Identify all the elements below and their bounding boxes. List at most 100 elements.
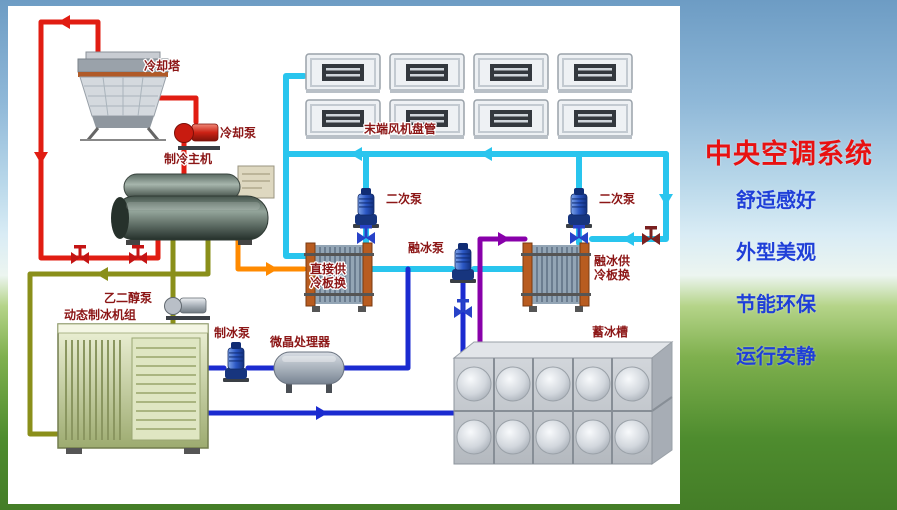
label-direct-hx-1: 直接供 xyxy=(310,261,346,276)
processor-vessel xyxy=(273,351,345,393)
fan-coil-units xyxy=(305,53,633,140)
label-fan-coil: 末端风机盘管 xyxy=(364,121,436,136)
pipe-direct-chiller-to-hx xyxy=(235,235,307,272)
fan-coil-unit xyxy=(473,53,549,94)
diagram-panel: 冷却塔 冷却泵 制冷主机 末端风机盘管 二次泵 二次泵 融冰泵 直接供 冷板换 … xyxy=(8,6,680,504)
pipe-glycol-return xyxy=(27,235,211,437)
arrow-left-icon xyxy=(96,267,108,281)
tank-side-seam xyxy=(651,396,673,412)
label-ice-pump: 制冰泵 xyxy=(214,325,250,340)
label-cooling-pump: 冷却泵 xyxy=(220,125,256,140)
chiller-end-cap xyxy=(111,197,129,239)
label-ice-tank: 蓄冰槽 xyxy=(592,324,628,339)
ice-maker-foot xyxy=(66,448,82,454)
pipe-condenser-loop xyxy=(38,19,161,261)
label-cooling-tower: 冷却塔 xyxy=(144,58,181,73)
chiller-control-lines xyxy=(242,173,270,189)
arrow-right-icon xyxy=(266,262,278,276)
fan-coil-unit xyxy=(557,99,633,140)
feature-item: 节能环保 xyxy=(736,294,816,316)
melt-pipes xyxy=(477,236,528,347)
label-ice-maker: 动态制冰机组 xyxy=(64,307,136,322)
ice-maker-top xyxy=(57,323,209,334)
label-melt-hx-1: 融冰供 xyxy=(594,253,630,268)
pipe-ice-processor-up xyxy=(341,266,411,371)
ice-storage-tank xyxy=(452,340,674,465)
arrow-right-icon xyxy=(498,232,510,246)
direct-flow-arrows xyxy=(266,262,278,276)
label-glycol-pump: 乙二醇泵 xyxy=(104,290,152,305)
valve-icon xyxy=(129,245,147,264)
label-melt-hx-2: 冷板换 xyxy=(594,267,631,282)
ice-water-pipes xyxy=(205,266,466,416)
chiller-foot xyxy=(126,240,140,245)
ice-maker-foot xyxy=(184,448,200,454)
pump-volute xyxy=(164,297,182,315)
tower-legs xyxy=(86,127,160,141)
arrow-left-icon xyxy=(480,147,492,161)
label-melt-pump: 融冰泵 xyxy=(408,240,444,255)
tank-panel-grid xyxy=(454,358,652,464)
feature-item: 舒适感好 xyxy=(736,190,816,212)
pump-motor xyxy=(179,297,207,314)
label-direct-hx-2: 冷板换 xyxy=(310,275,347,290)
condenser-flow-arrows xyxy=(34,15,70,164)
ice-making-pump xyxy=(222,341,250,383)
ice-maker-louvers xyxy=(136,347,196,430)
ice-flow-arrows xyxy=(316,406,328,420)
fan-coil-unit xyxy=(305,53,381,94)
melt-flow-arrows xyxy=(498,232,510,246)
processor-leg xyxy=(326,384,332,393)
pipe-condenser-tower-to-pump xyxy=(155,95,199,125)
ice-maker-unit xyxy=(57,323,209,454)
page-title: 中央空调系统 xyxy=(705,139,873,169)
pump-volute xyxy=(174,123,194,143)
feature-list: 舒适感好 外型美观 节能环保 运行安静 xyxy=(684,184,897,392)
secondary-pump-left xyxy=(352,187,380,229)
valve-icon xyxy=(71,245,89,264)
arrow-left-icon xyxy=(58,15,70,29)
chilled-flow-arrows xyxy=(350,147,673,246)
pump-motor xyxy=(191,123,219,142)
tower-cap xyxy=(85,51,161,60)
cooling-tower xyxy=(77,51,169,141)
tower-band xyxy=(78,72,168,77)
arrow-down-icon xyxy=(34,152,48,164)
fan-coil-unit xyxy=(389,53,465,94)
direct-cooling-pipes xyxy=(235,235,307,272)
secondary-pump-right xyxy=(565,187,593,229)
condenser-valves xyxy=(71,245,147,264)
arrow-left-icon xyxy=(622,232,634,246)
tank-top-face xyxy=(452,341,674,359)
arrow-left-icon xyxy=(350,147,362,161)
valve-icon xyxy=(642,226,660,245)
ice-maker-panel xyxy=(131,337,201,441)
ice-maker-grille xyxy=(65,340,121,440)
ice-melt-pump xyxy=(449,242,477,284)
pump-base xyxy=(166,316,210,320)
fan-coil-unit xyxy=(473,99,549,140)
ice-melt-heat-exchanger xyxy=(520,242,592,313)
processor-body xyxy=(273,351,345,385)
processor-leg xyxy=(286,384,292,393)
fan-coil-unit xyxy=(557,53,633,94)
tower-basin xyxy=(92,116,154,128)
pipe-melt-tank-to-hx2 xyxy=(477,236,528,347)
processor-highlight xyxy=(282,356,336,362)
hvac-system-diagram: 冷却塔 冷却泵 制冷主机 末端风机盘管 二次泵 二次泵 融冰泵 直接供 冷板换 … xyxy=(27,15,674,465)
glycol-flow-arrows xyxy=(96,267,108,281)
label-processor: 微晶处理器 xyxy=(269,334,331,349)
chiller-foot xyxy=(238,240,252,245)
chiller-control-box xyxy=(237,165,275,199)
tower-lattice xyxy=(84,76,162,117)
feature-item: 外型美观 xyxy=(736,242,816,264)
return-valve xyxy=(642,226,660,245)
chiller-highlight xyxy=(126,202,260,210)
chiller-unit xyxy=(111,165,275,245)
label-chiller: 制冷主机 xyxy=(164,151,212,166)
pipe-chilled-riser-left xyxy=(283,73,309,259)
arrow-right-icon xyxy=(316,406,328,420)
feature-item: 运行安静 xyxy=(736,346,816,368)
glycol-pump xyxy=(164,297,210,320)
